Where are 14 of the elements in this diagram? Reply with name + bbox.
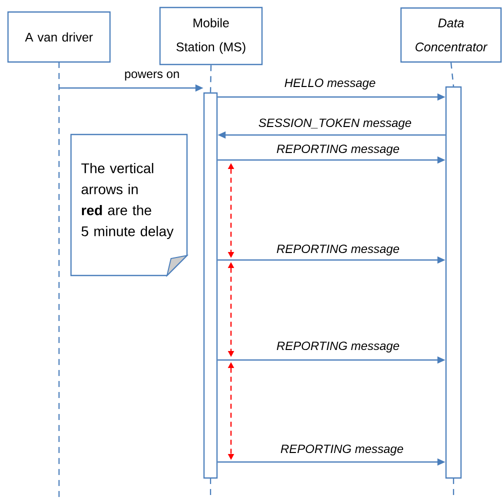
lifeline xyxy=(450,62,454,86)
edge-label: powers on xyxy=(123,70,181,82)
actor-box: A van driver xyxy=(7,11,111,63)
edge-label: REPORTING message xyxy=(275,144,401,156)
edge-label: SESSION_TOKEN message xyxy=(257,118,413,130)
edge-label: REPORTING message xyxy=(275,340,401,354)
edge-label: REPORTING message xyxy=(275,244,401,256)
activation-bar xyxy=(445,86,462,479)
edge-label: REPORTING message xyxy=(279,444,405,456)
actor-box: Data Concentrator xyxy=(400,7,502,63)
actor-box: Mobile Station (MS) xyxy=(159,6,263,66)
edge-label: HELLO message xyxy=(283,78,377,90)
activation-bar xyxy=(203,92,218,479)
lifeline xyxy=(210,65,212,92)
